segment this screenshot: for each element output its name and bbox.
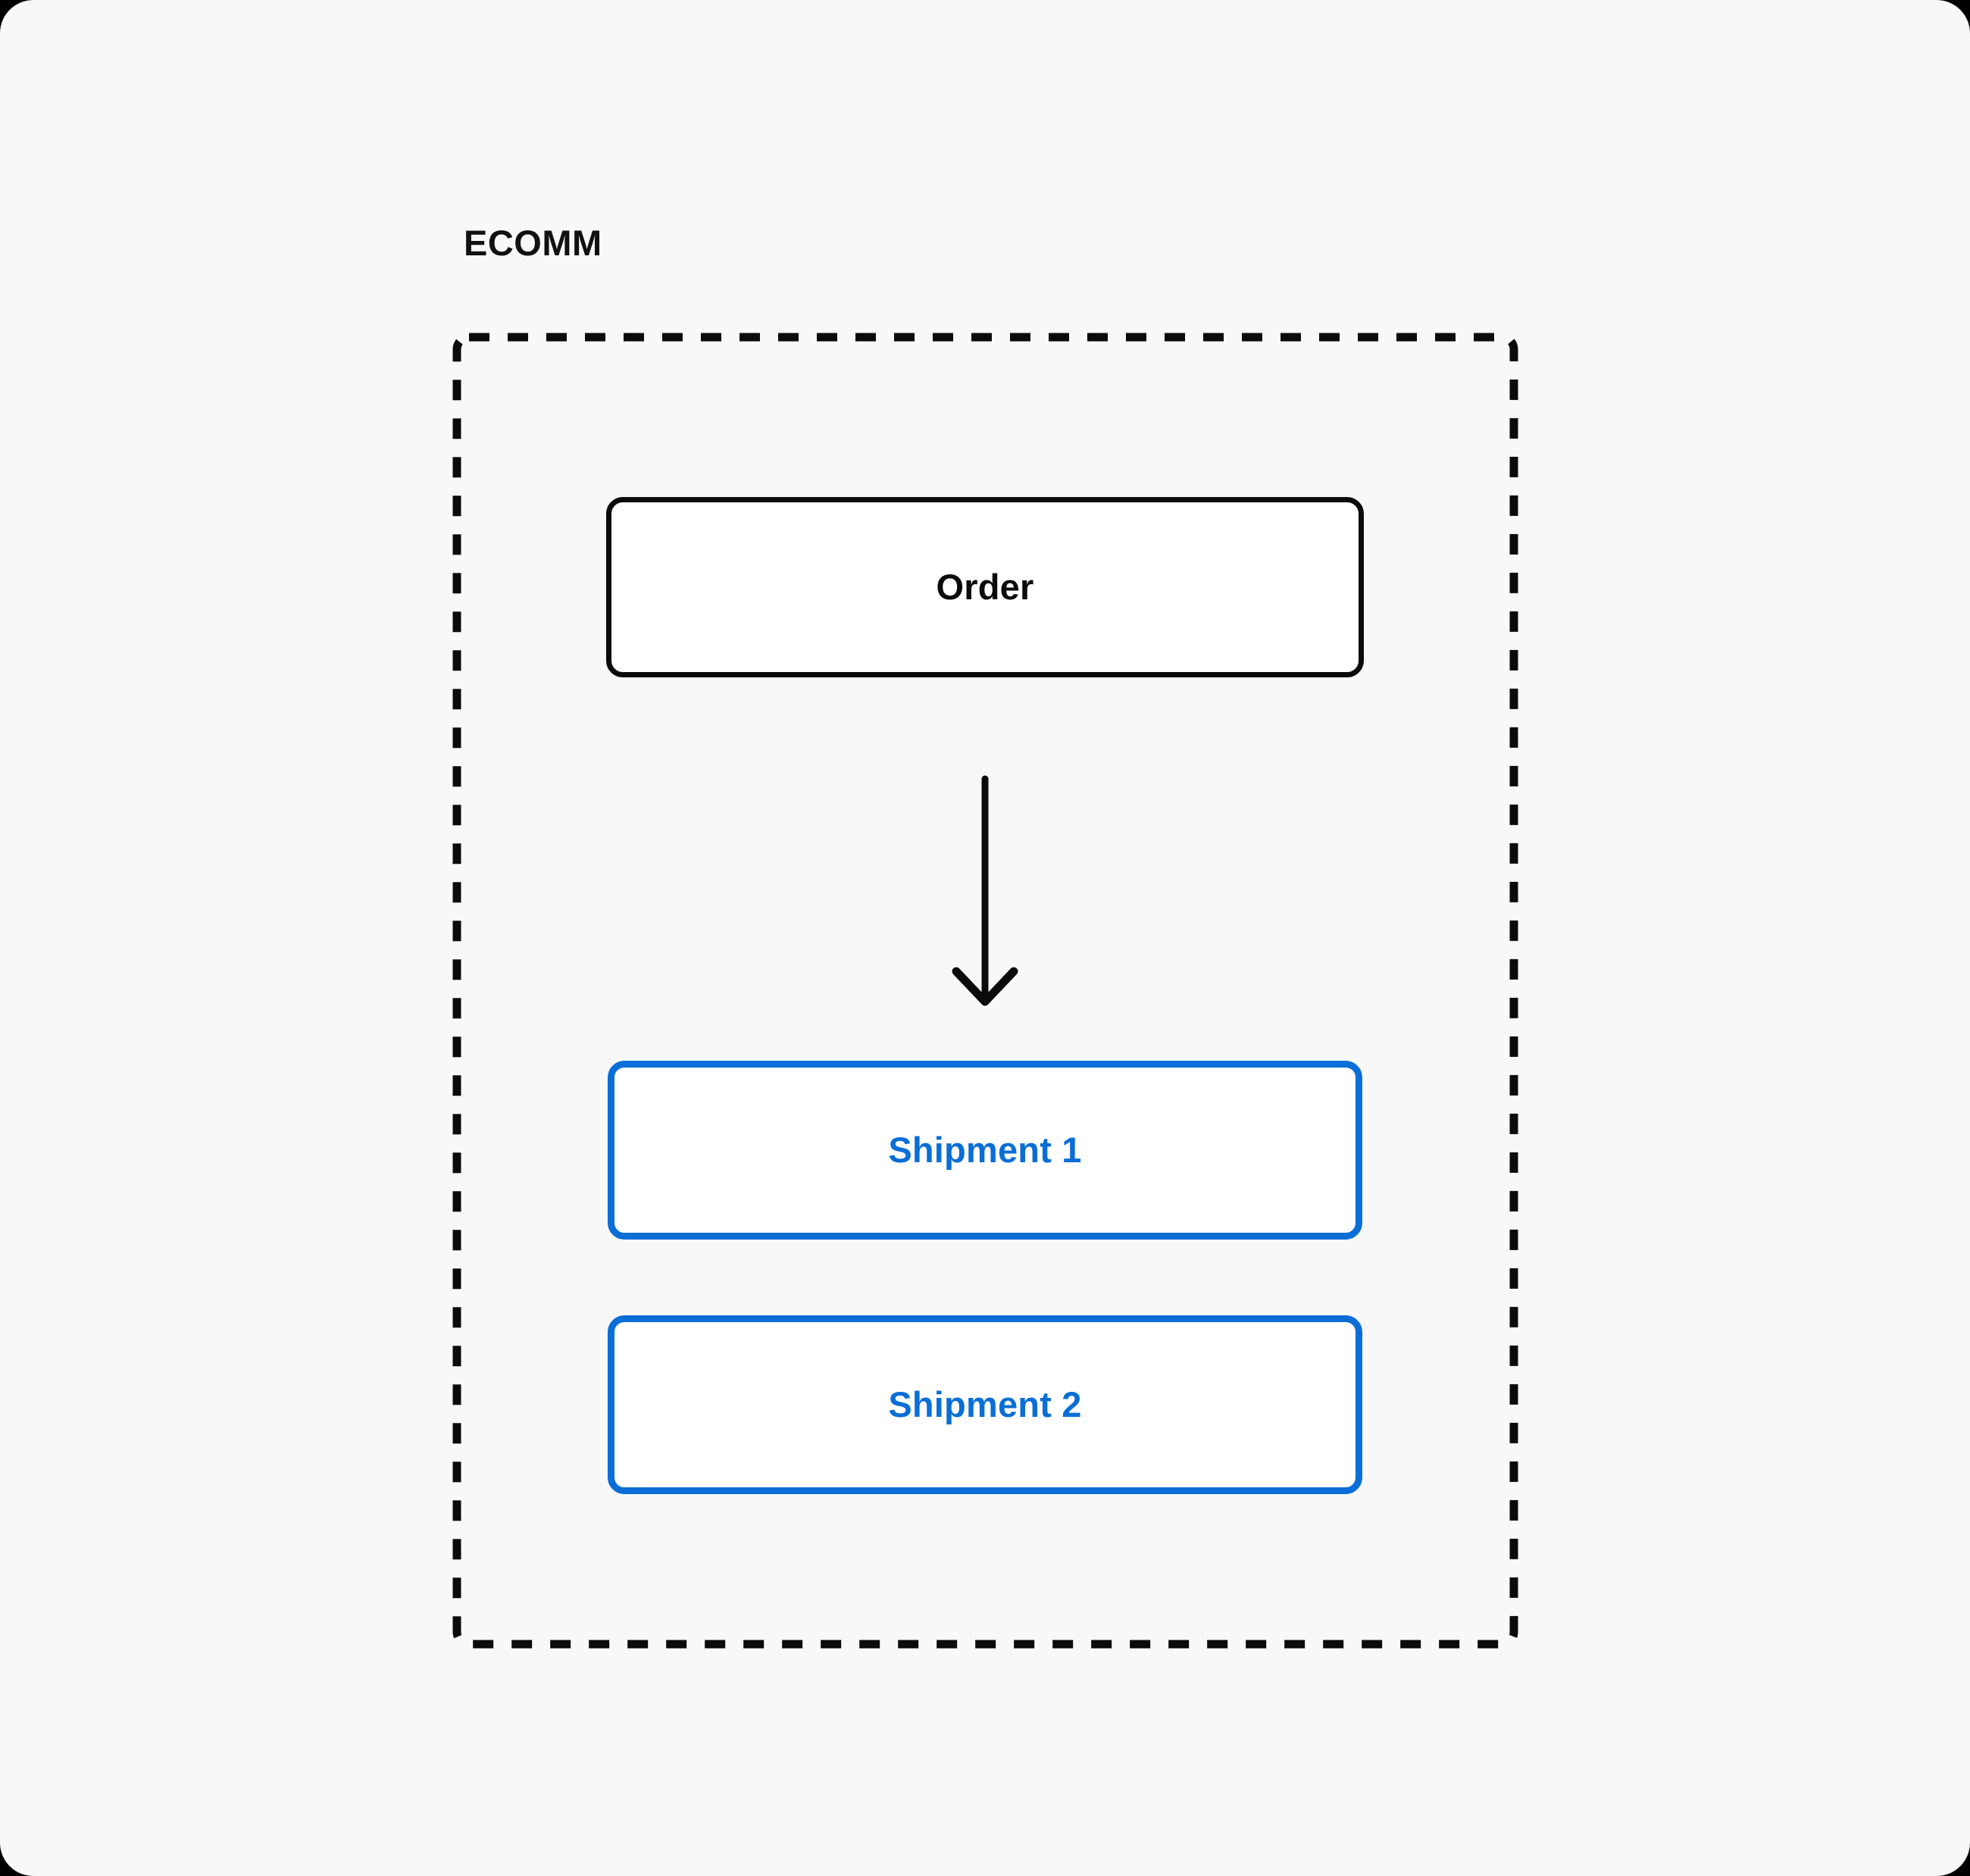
edge-arrow-down-icon — [952, 775, 1018, 1006]
node-order-label: Order — [936, 567, 1034, 608]
group-label-ecomm: ECOMM — [464, 223, 602, 263]
edge-order-to-shipment — [909, 750, 1061, 1015]
node-shipment-1[interactable]: Shipment 1 — [608, 1061, 1362, 1240]
node-shipment-2[interactable]: Shipment 2 — [608, 1315, 1362, 1494]
node-shipment-1-label: Shipment 1 — [888, 1130, 1082, 1171]
node-shipment-2-label: Shipment 2 — [888, 1384, 1082, 1425]
node-order[interactable]: Order — [606, 497, 1364, 677]
